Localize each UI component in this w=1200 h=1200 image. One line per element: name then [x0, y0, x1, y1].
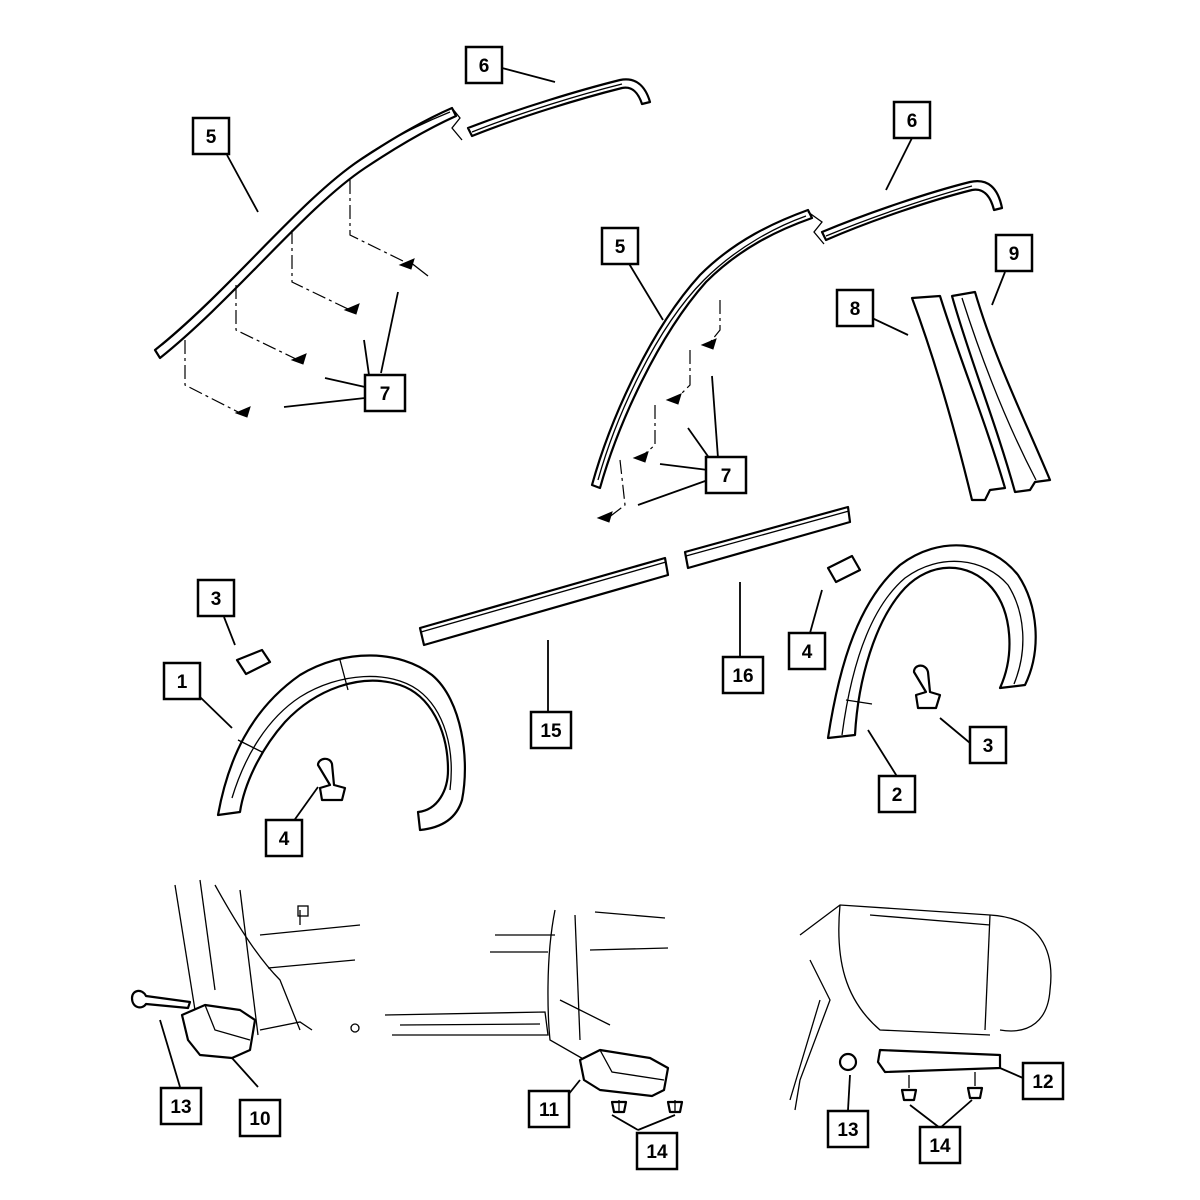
roof-molding-rear-right [820, 180, 1004, 242]
callout-12: 12 [1021, 1061, 1065, 1101]
roof-molding-right-group [590, 180, 1004, 523]
front-flare-outline [216, 654, 467, 832]
body-side-moldings [418, 505, 852, 647]
mud-guard-rear [578, 1048, 670, 1098]
roof-molding-front-right [590, 208, 814, 490]
mud-guard-front-assembly [130, 879, 361, 1060]
svg-text:14: 14 [646, 1142, 668, 1163]
callout-3: 3 [196, 578, 236, 618]
screw-14d [966, 1086, 984, 1100]
svg-text:16: 16 [732, 666, 753, 687]
rear-flare-outline [826, 544, 1037, 740]
svg-text:10: 10 [249, 1109, 270, 1130]
svg-text:13: 13 [837, 1120, 858, 1141]
callout-5: 5 [600, 226, 640, 266]
roof-molding-left-group [153, 78, 652, 418]
callout-6: 6 [464, 45, 504, 85]
clip-icon [234, 258, 415, 418]
svg-text:15: 15 [540, 721, 562, 742]
callout-4: 4 [264, 818, 304, 858]
body-side-molding-15 [418, 556, 670, 647]
pillar-applique-8 [910, 294, 1007, 502]
callout-16: 16 [721, 655, 765, 695]
callout-7: 7 [704, 455, 748, 495]
svg-text:3: 3 [983, 736, 994, 757]
screw-14c [900, 1088, 918, 1102]
svg-text:13: 13 [170, 1097, 191, 1118]
wheel-flare-front [216, 648, 467, 832]
flare-clip-4 [826, 554, 862, 584]
callout-1: 1 [162, 661, 202, 701]
svg-text:6: 6 [907, 111, 918, 132]
svg-text:5: 5 [615, 237, 626, 258]
svg-text:7: 7 [380, 384, 391, 405]
screw-13b [838, 1052, 858, 1072]
wheel-flare-rear [826, 544, 1037, 740]
pillar-appliques [910, 290, 1052, 502]
flare-clip-3 [235, 648, 272, 676]
callout-10: 10 [238, 1098, 282, 1138]
mud-guard-rear-assembly [384, 909, 684, 1114]
screw-13 [130, 989, 192, 1010]
callout-14: 14 [918, 1125, 962, 1165]
svg-text:11: 11 [539, 1100, 560, 1121]
callout-13: 13 [159, 1086, 203, 1126]
leader-lines [159, 67, 1024, 1131]
svg-text:5: 5 [206, 127, 217, 148]
svg-text:2: 2 [892, 785, 903, 806]
callout-15: 15 [529, 710, 573, 750]
callout-13: 13 [826, 1109, 870, 1149]
side-step-rear [876, 1048, 1002, 1074]
svg-text:8: 8 [850, 299, 861, 320]
callout-5: 5 [191, 116, 231, 156]
callout-8: 8 [835, 288, 875, 328]
flare-pushpin-4 [316, 757, 347, 802]
svg-text:9: 9 [1009, 244, 1020, 265]
svg-text:14: 14 [929, 1136, 951, 1157]
callout-6: 6 [892, 100, 932, 140]
svg-text:7: 7 [721, 466, 732, 487]
callouts: 5 6 7 5 6 7 8 9 3 1 4 15 16 4 3 2 13 10 … [159, 45, 1065, 1171]
callout-11: 11 [527, 1089, 571, 1129]
callout-7: 7 [363, 373, 407, 413]
callout-9: 9 [994, 233, 1034, 273]
flare-pushpin-3 [912, 664, 942, 710]
svg-text:6: 6 [479, 56, 490, 77]
callout-2: 2 [877, 774, 917, 814]
svg-text:12: 12 [1032, 1072, 1053, 1093]
callout-14: 14 [635, 1131, 679, 1171]
svg-text:3: 3 [211, 589, 222, 610]
callout-3: 3 [968, 725, 1008, 765]
svg-text:1: 1 [177, 672, 188, 693]
body-side-molding-16 [683, 505, 852, 570]
roof-molding-rear-left [466, 78, 652, 138]
svg-text:4: 4 [802, 642, 813, 663]
running-board-rear-assembly [789, 904, 1052, 1111]
svg-text:4: 4 [279, 829, 290, 850]
callout-4: 4 [787, 631, 827, 671]
